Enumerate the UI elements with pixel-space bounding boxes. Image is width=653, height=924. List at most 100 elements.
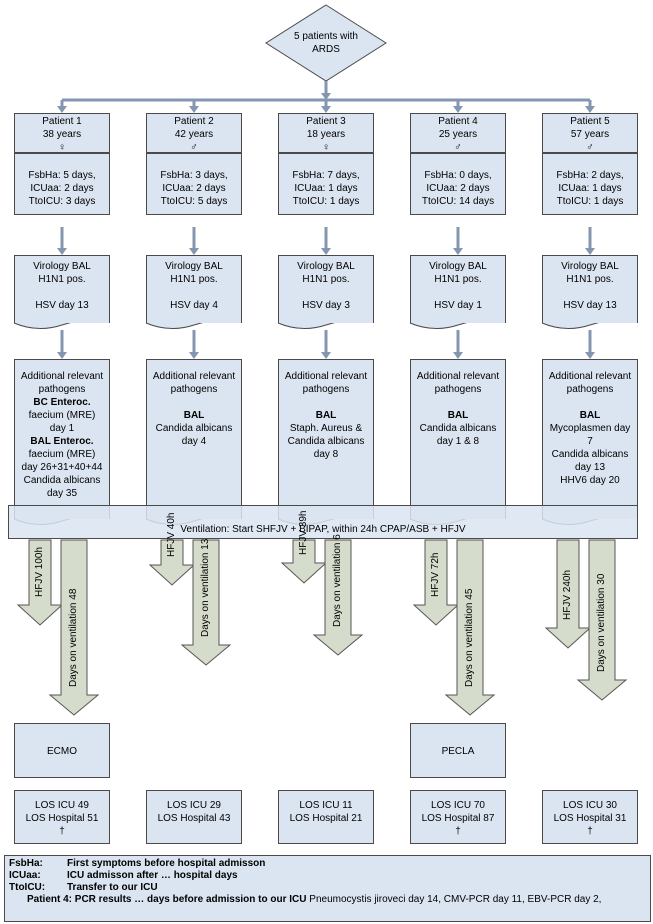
hfjv-hours-label: HFJV 39h bbox=[298, 510, 309, 555]
patient-4-outcome: PECLA bbox=[410, 723, 506, 778]
ventilation-days-arrow-2 bbox=[180, 539, 232, 666]
patient-5-times-line: ICUaa: 1 days bbox=[558, 183, 622, 194]
patient-5-pathogens-line: HHV6 day 20 bbox=[560, 475, 620, 486]
patient-5-pathogens-line: Mycoplasmen day bbox=[549, 423, 631, 434]
patient-3-los-line bbox=[279, 825, 373, 838]
patient-1-times-line: FsbHa: 5 days, bbox=[28, 170, 96, 181]
patient-1-los-line: LOS Hospital 51 bbox=[25, 813, 99, 824]
patient-5-pathogens-line bbox=[543, 396, 637, 409]
patient-1-virology-line: H1N1 pos. bbox=[38, 274, 86, 285]
patient-5-times-line: TtoICU: 1 days bbox=[556, 196, 624, 207]
patient-2-virology-line: Virology BAL bbox=[165, 261, 223, 272]
legend: FsbHa:First symptoms before hospital adm… bbox=[4, 855, 651, 922]
patient-4-virology-line bbox=[411, 286, 505, 299]
edge-patient-4-virology-head bbox=[453, 248, 463, 255]
patient-1-virology-line: Virology BAL bbox=[33, 261, 91, 272]
patient-3-pathogens-line: BAL bbox=[315, 410, 337, 421]
patient-2-virology-line: HSV day 4 bbox=[170, 300, 218, 311]
patient-3-pathogens-line: pathogens bbox=[302, 384, 350, 395]
hfjv-hours-label: HFJV 72h bbox=[430, 552, 441, 597]
patient-4-pathogens-line: Candida albicans bbox=[419, 423, 497, 434]
legend-fsbha: FsbHa:First symptoms before hospital adm… bbox=[9, 858, 646, 870]
edge-patient-2-virology-head bbox=[189, 248, 199, 255]
patient-4-pathogens-line: day 1 & 8 bbox=[436, 436, 480, 447]
patient-3-header-line: 18 years bbox=[306, 129, 346, 140]
hfjv-hours-label: HFJV 100h bbox=[34, 546, 45, 597]
patient-4-pathogens-line bbox=[411, 396, 505, 409]
ventilation-days-label: Days on ventilation 30 bbox=[596, 573, 607, 672]
patient-1-los-line: † bbox=[59, 826, 65, 837]
patient-2-header-line: ♂ bbox=[190, 142, 198, 153]
legend-key: FsbHa: bbox=[9, 858, 43, 869]
legend-key: ICUaa: bbox=[9, 870, 41, 881]
patient-5-header-line: ♂ bbox=[586, 142, 594, 153]
patient-5-virology-line: HSV day 13 bbox=[563, 300, 617, 311]
patient-5-pathogens-line: 7 bbox=[587, 436, 593, 447]
patient-4-los-line: LOS ICU 70 bbox=[431, 800, 485, 811]
edge-start-down-head bbox=[321, 93, 331, 100]
ventilation-bar: Ventilation: Start SHFJV + BIPAP, within… bbox=[8, 505, 638, 539]
patient-1-header-line: Patient 1 bbox=[42, 116, 82, 127]
patient-2-virology-line bbox=[147, 286, 241, 299]
legend-ttoicu: TtoICU: Transfer to our ICU bbox=[9, 882, 646, 894]
patient-1-outcome: ECMO bbox=[14, 723, 110, 778]
patient-1-virology-line bbox=[15, 286, 109, 299]
ventilation-days-label: Days on ventilation 45 bbox=[464, 588, 475, 687]
patient-3-pathogens-line: Candida albicans bbox=[287, 436, 365, 447]
patient-2-los-line: LOS Hospital 43 bbox=[157, 813, 231, 824]
patient-2-los-line: LOS ICU 29 bbox=[167, 800, 221, 811]
ventilation-days-arrow-4 bbox=[444, 539, 496, 716]
patient-2-times-line: FsbHa: 3 days, bbox=[160, 170, 228, 181]
patient-2-pathogens-line: day 4 bbox=[181, 436, 207, 447]
edge-patient-2-pathogens-head bbox=[189, 352, 199, 359]
legend-key: Patient 4: PCR results … days before adm… bbox=[27, 894, 307, 905]
edge-patient-1-virology-head bbox=[57, 248, 67, 255]
patient-5-pathogens-line: Candida albicans bbox=[551, 449, 629, 460]
patient-4-times-line: FsbHa: 0 days, bbox=[424, 170, 492, 181]
legend-text: ICU admisson after … hospital days bbox=[67, 870, 238, 881]
patient-2-times-line: TtoICU: 5 days bbox=[160, 196, 228, 207]
ventilation-days-arrow-1 bbox=[48, 539, 100, 716]
patient-5-header-line: 57 years bbox=[570, 129, 610, 140]
edge-patient-5-virology-head bbox=[585, 248, 595, 255]
patient-1-outcome-line: ECMO bbox=[47, 746, 77, 757]
patient-3-pathogens-line: Staph. Aureus & bbox=[289, 423, 363, 434]
patient-3-header-line: Patient 3 bbox=[306, 116, 346, 127]
legend-key: TtoICU: bbox=[9, 882, 46, 893]
patient-5-los-line: LOS ICU 30 bbox=[563, 800, 617, 811]
hfjv-arrow-3 bbox=[280, 539, 328, 584]
hfjv-hours-label: HFJV 40h bbox=[166, 512, 177, 557]
patient-4-virology-line: H1N1 pos. bbox=[434, 274, 482, 285]
ventilation-days-arrow-3 bbox=[312, 539, 364, 656]
edge-patient-3-pathogens-head bbox=[321, 352, 331, 359]
patient-4-times-line: TtoICU: 14 days bbox=[421, 196, 495, 207]
patient-1-pathogens-line: pathogens bbox=[38, 384, 86, 395]
hfjv-arrow-1 bbox=[16, 539, 64, 626]
ventilation-days-label: Days on ventilation 13 bbox=[200, 538, 211, 637]
patient-2-pathogens-line bbox=[147, 396, 241, 409]
patient-4-header-line: ♂ bbox=[454, 142, 462, 153]
patient-1-pathogens-line: Additional relevant bbox=[20, 371, 104, 382]
patient-3-virology-line: HSV day 3 bbox=[302, 300, 350, 311]
patient-2-pathogens-line: Candida albicans bbox=[155, 423, 233, 434]
patient-4-pathogens-line: BAL bbox=[447, 410, 469, 421]
patient-4-pathogens-line: pathogens bbox=[434, 384, 482, 395]
patient-2-pathogens-line: pathogens bbox=[170, 384, 218, 395]
patient-1-times-line: ICUaa: 2 days bbox=[30, 183, 94, 194]
patient-1-pathogens-line: day 35 bbox=[46, 488, 78, 499]
patient-1-pathogens-line: BAL Enteroc. bbox=[30, 436, 94, 447]
legend-text: Transfer to our ICU bbox=[67, 882, 158, 893]
